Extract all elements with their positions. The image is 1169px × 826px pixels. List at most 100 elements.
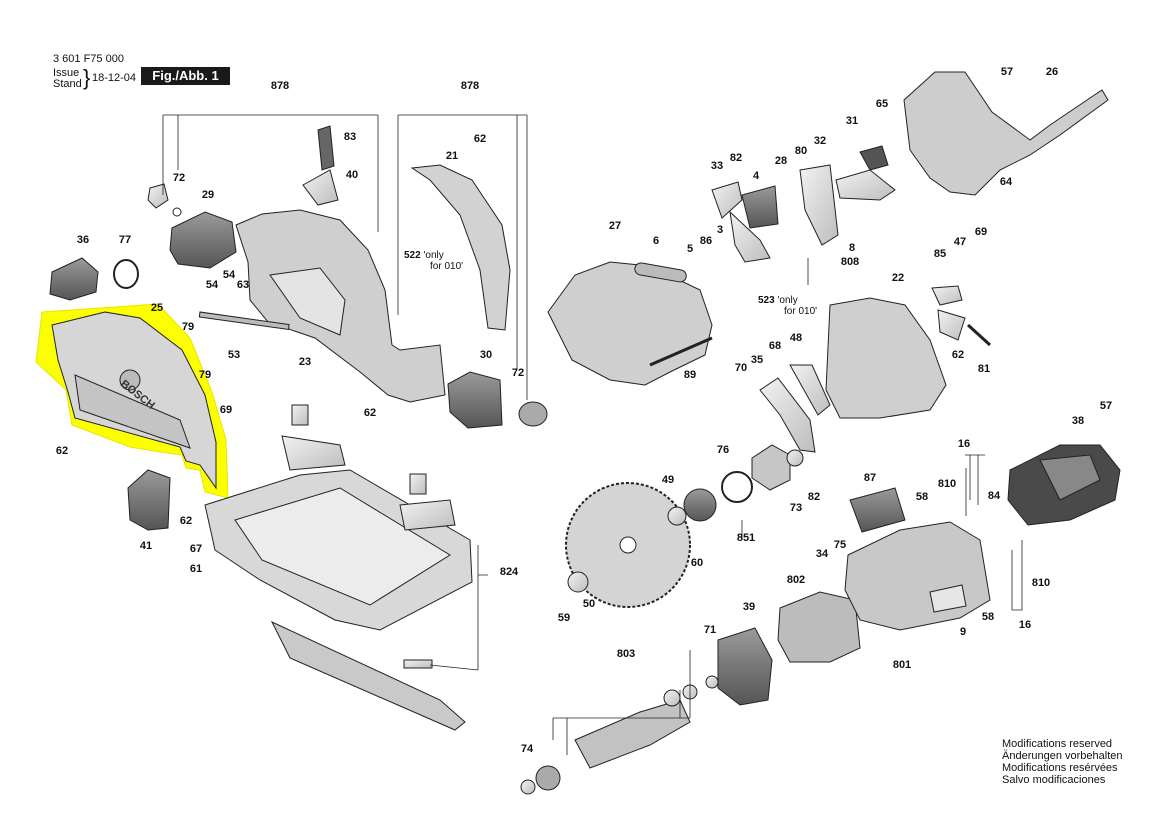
part-label-851: 851: [736, 532, 756, 544]
armature[interactable]: [574, 699, 691, 769]
riving-knife[interactable]: [410, 164, 511, 331]
part-label-29: 29: [201, 189, 215, 201]
part-label-48: 48: [789, 332, 803, 344]
saw-blade[interactable]: [565, 482, 691, 608]
part-label-50: 50: [582, 598, 596, 610]
part-label-87: 87: [863, 472, 877, 484]
part-label-76: 76: [716, 444, 730, 456]
field-coil[interactable]: [717, 627, 773, 706]
issue-date: 18-12-04: [92, 72, 137, 84]
part-label-54b: 54: [205, 279, 219, 291]
part-label-58b: 58: [981, 611, 995, 623]
part-label-25: 25: [150, 302, 164, 314]
stand-label: Stand: [53, 78, 82, 90]
part-label-83: 83: [343, 131, 357, 143]
part-label-82a: 82: [729, 152, 743, 164]
part-label-74: 74: [520, 743, 534, 755]
part-label-68: 68: [768, 340, 782, 352]
part-label-47: 47: [953, 236, 967, 248]
part-label-49: 49: [661, 474, 675, 486]
part-label-57a: 57: [1000, 66, 1014, 78]
part-label-23: 23: [298, 356, 312, 368]
part-label-28: 28: [774, 155, 788, 167]
part-label-38: 38: [1071, 415, 1085, 427]
part-label-58a: 58: [915, 491, 929, 503]
part-label-77: 77: [118, 234, 132, 246]
part-label-72a: 72: [172, 172, 186, 184]
part-label-41: 41: [139, 540, 153, 552]
part-label-6: 6: [652, 235, 660, 247]
part-label-63: 63: [236, 279, 250, 291]
part-label-8: 8: [848, 242, 856, 254]
part-label-69b: 69: [974, 226, 988, 238]
part-label-34: 34: [815, 548, 829, 560]
gear-case[interactable]: [825, 297, 947, 419]
part-label-82b: 82: [807, 491, 821, 503]
part-label-62b: 62: [363, 407, 377, 419]
dust-adapter[interactable]: [49, 257, 99, 301]
part-label-65: 65: [875, 98, 889, 110]
part-label-72b: 72: [511, 367, 525, 379]
part-label-75: 75: [833, 539, 847, 551]
part-label-81: 81: [977, 363, 991, 375]
part-label-54a: 54: [222, 269, 236, 281]
part-label-878b: 878: [460, 80, 480, 92]
part-label-31: 31: [845, 115, 859, 127]
part-label-878a: 878: [270, 80, 290, 92]
part-label-53: 53: [227, 349, 241, 361]
part-label-35: 35: [750, 354, 764, 366]
part-label-67: 67: [189, 543, 203, 555]
part-label-79a: 79: [181, 321, 195, 333]
part-label-62c: 62: [55, 445, 69, 457]
part-label-79b: 79: [198, 369, 212, 381]
part-label-89: 89: [683, 369, 697, 381]
part-label-32: 32: [813, 135, 827, 147]
part-label-9: 9: [959, 626, 967, 638]
part-label-71: 71: [703, 624, 717, 636]
part-label-73: 73: [789, 502, 803, 514]
rear-handle[interactable]: [903, 71, 1109, 196]
dust-port[interactable]: [169, 211, 237, 269]
motor-housing[interactable]: [844, 521, 991, 631]
part-label-21: 21: [445, 150, 459, 162]
part-label-5: 5: [686, 243, 694, 255]
part-label-824: 824: [499, 566, 519, 578]
part-label-62e: 62: [951, 349, 965, 361]
figure-label: Fig./Abb. 1: [141, 67, 230, 85]
part-label-69a: 69: [219, 404, 233, 416]
part-label-808: 808: [840, 256, 860, 268]
issue-label: Issue: [53, 67, 80, 79]
part-label-62d: 62: [179, 515, 193, 527]
brace: }: [83, 65, 91, 90]
part-label-86: 86: [699, 235, 713, 247]
part-label-61: 61: [189, 563, 203, 575]
part-label-59: 59: [557, 612, 571, 624]
part-label-801: 801: [892, 659, 912, 671]
part-label-30: 30: [479, 349, 493, 361]
part-label-39: 39: [742, 601, 756, 613]
part-label-36: 36: [76, 234, 90, 246]
part-label-4: 4: [752, 170, 760, 182]
part-label-33: 33: [710, 160, 724, 172]
gear-housing[interactable]: [547, 261, 713, 386]
part-label-84: 84: [987, 490, 1001, 502]
part-label-70: 70: [734, 362, 748, 374]
part-label-810b: 810: [1031, 577, 1051, 589]
part-label-22: 22: [891, 272, 905, 284]
part-label-16b: 16: [1018, 619, 1032, 631]
part-label-803: 803: [616, 648, 636, 660]
part-label-26: 26: [1045, 66, 1059, 78]
modifications-note: Modifications reserved Änderungen vorbeh…: [1002, 738, 1123, 786]
part-label-62a: 62: [473, 133, 487, 145]
part-label-27: 27: [608, 220, 622, 232]
part-label-64: 64: [999, 176, 1013, 188]
part-label-3: 3: [716, 224, 724, 236]
part-label-57b: 57: [1099, 400, 1113, 412]
part-label-85: 85: [933, 248, 947, 260]
part-label-810a: 810: [937, 478, 957, 490]
part-label-16a: 16: [957, 438, 971, 450]
part-label-40: 40: [345, 169, 359, 181]
part-label-60: 60: [690, 557, 704, 569]
